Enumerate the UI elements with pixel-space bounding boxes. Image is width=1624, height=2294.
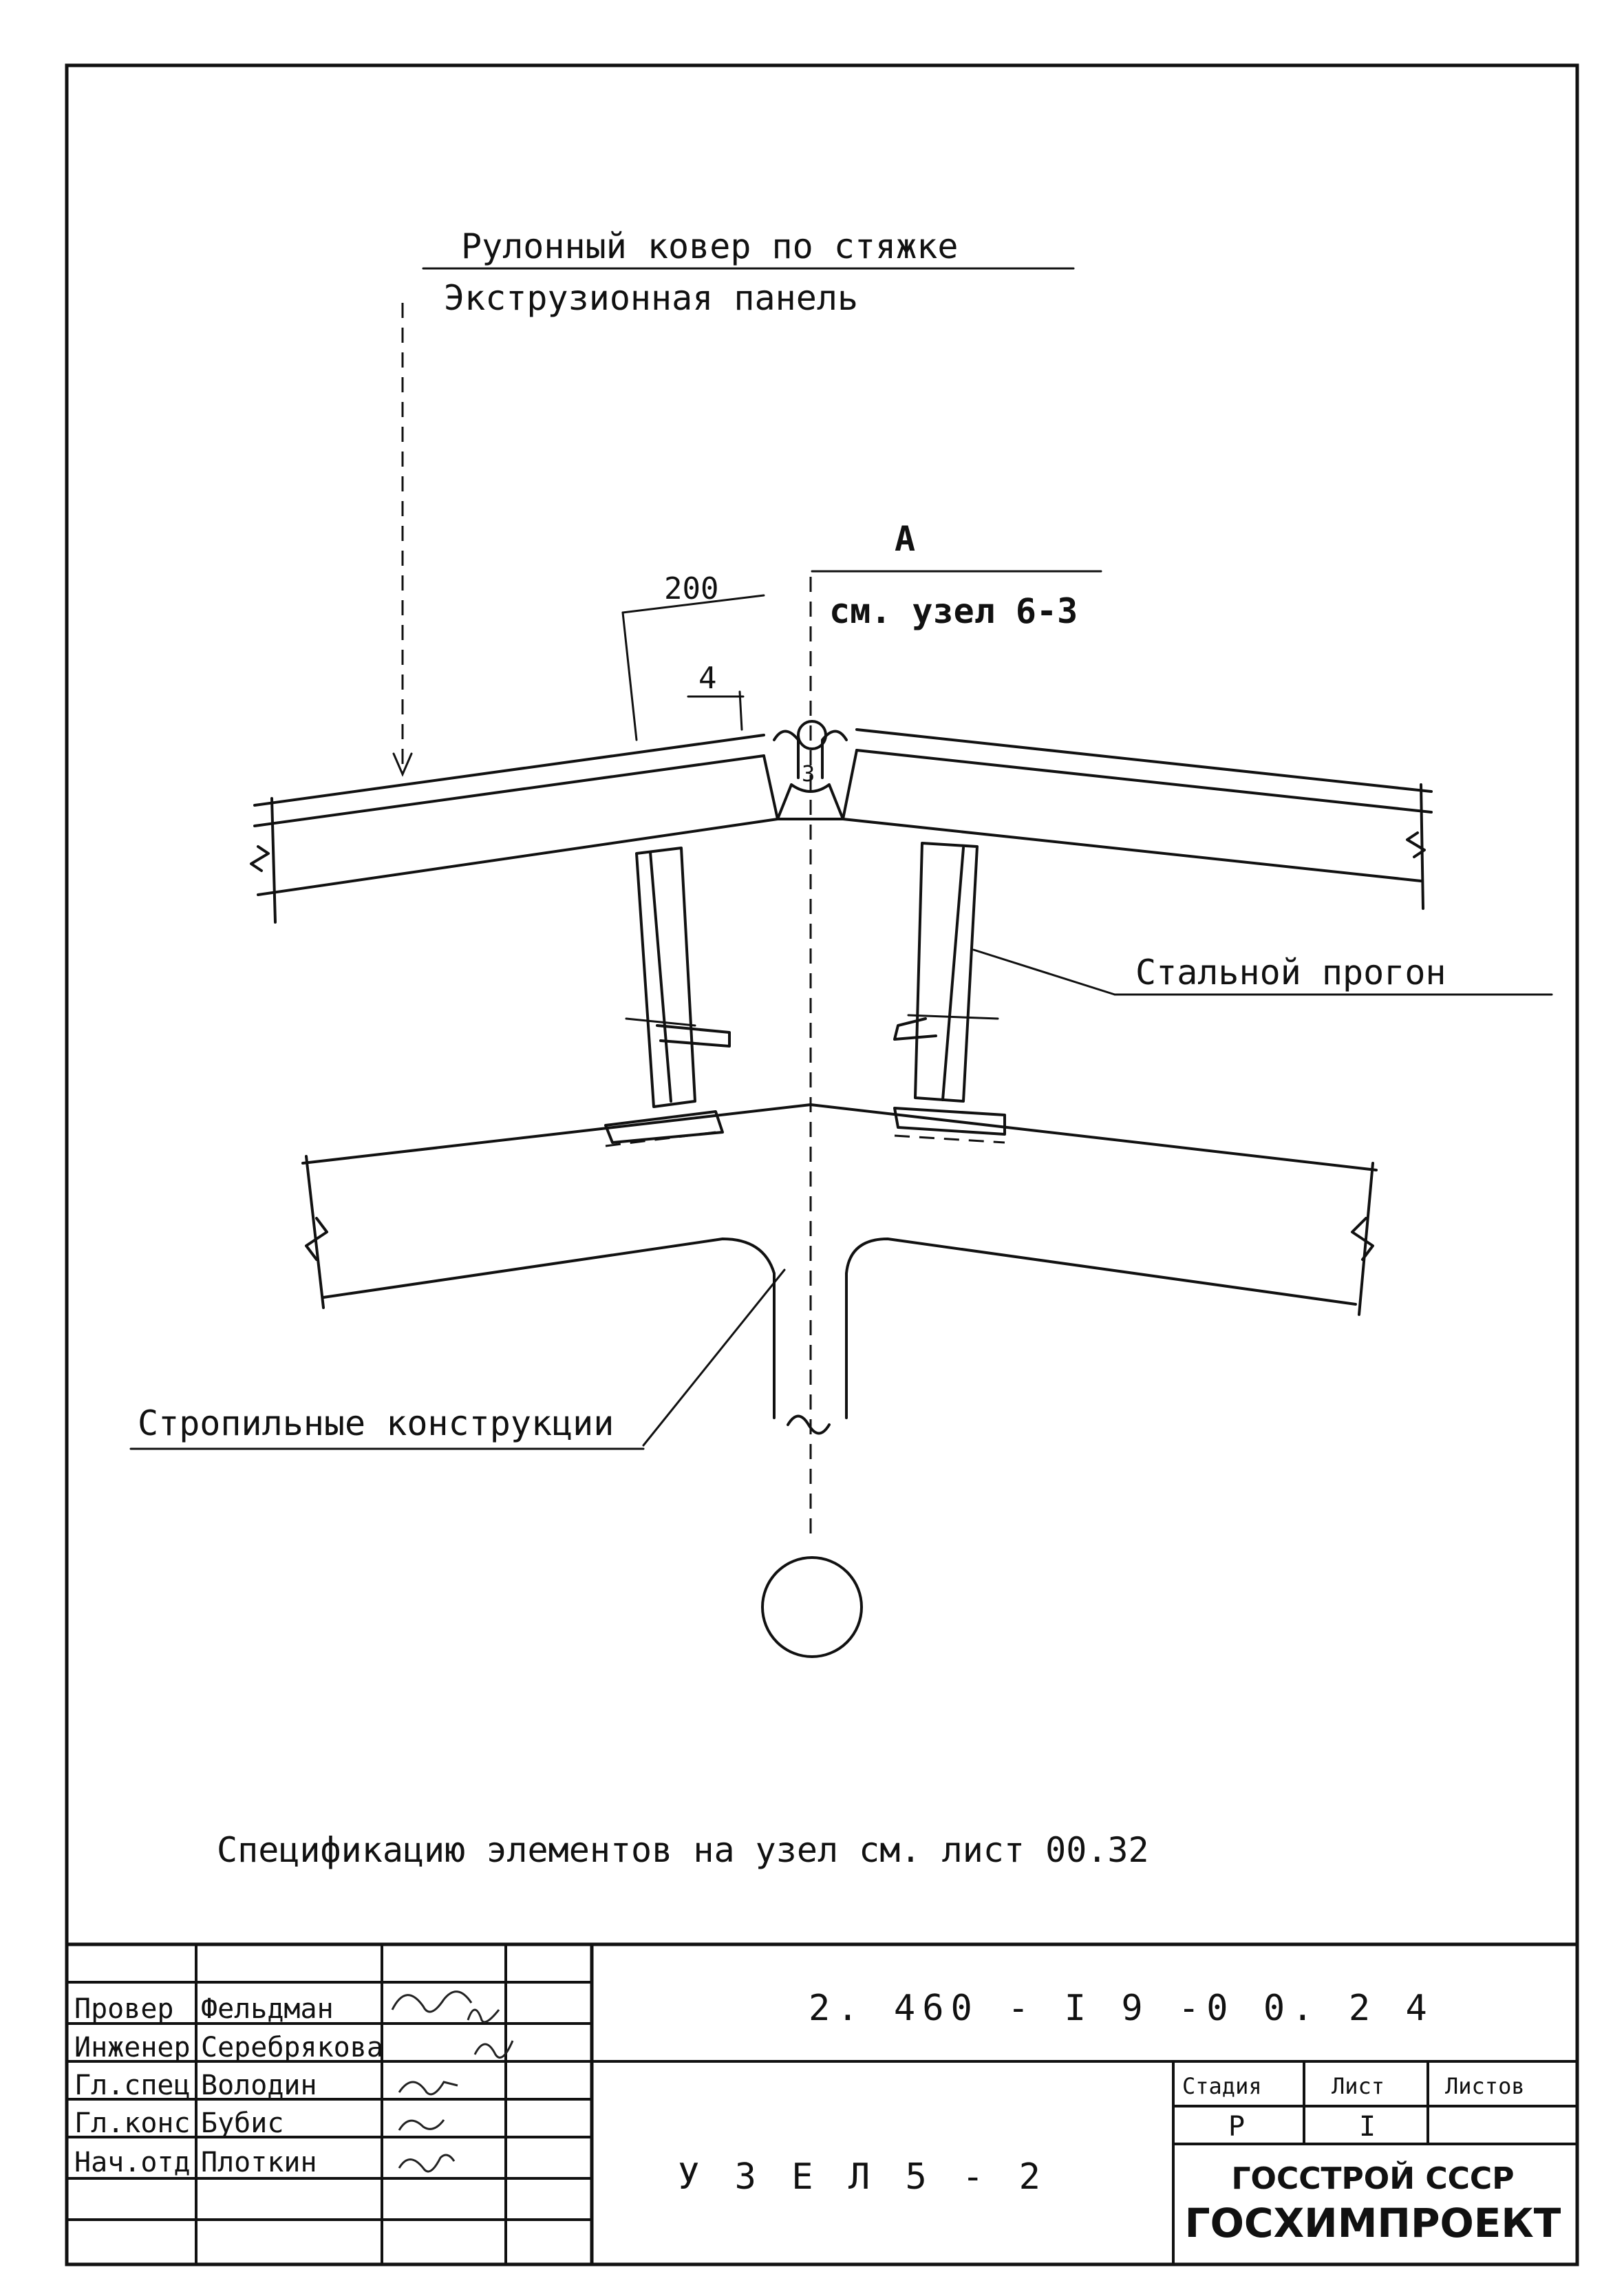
sheet-header: Лист <box>1332 2073 1385 2099</box>
sheet-value: I <box>1359 2111 1376 2143</box>
roof-panel-right <box>842 728 1433 910</box>
stage-header: Стадия <box>1182 2073 1262 2099</box>
spec-note: Спецификацию элементов на узел см. лист … <box>217 1830 1149 1870</box>
title-block <box>65 1942 1579 2266</box>
roof-panel-left <box>250 734 779 924</box>
dim-200: 200 <box>664 571 718 606</box>
purlin-left <box>604 847 731 1147</box>
staff-name-1: Фельдман <box>201 1993 334 2025</box>
staff-name-4: Бубис <box>201 2107 284 2139</box>
ref-node: см. узел 6-3 <box>829 591 1078 631</box>
sheets-header: Листов <box>1445 2073 1525 2099</box>
staff-role-2: Инженер <box>74 2032 191 2063</box>
label-panel: Экструзионная панель <box>444 278 858 318</box>
staff-name-2: Серебрякова <box>201 2032 383 2063</box>
sheet-frame <box>65 63 1579 2266</box>
axis-bubble <box>761 1556 863 1658</box>
doc-code: 2. 460 - I 9 -0 0. 2 4 <box>809 1988 1434 2029</box>
section-mark: А <box>895 519 915 559</box>
dim-4: 4 <box>698 661 717 696</box>
staff-role-4: Гл.конс <box>74 2107 191 2139</box>
org-line-1: ГОССТРОЙ СССР <box>1232 2160 1515 2196</box>
signatures <box>391 1990 514 2173</box>
purlin-right <box>893 842 1006 1144</box>
staff-role-3: Гл.спец <box>74 2070 191 2101</box>
mark-3: 3 <box>802 761 815 787</box>
title: У З Е Л 5 - 2 <box>678 2156 1047 2198</box>
label-purlin: Стальной прогон <box>1135 953 1446 992</box>
staff-role-5: Нач.отд <box>74 2147 191 2178</box>
leader-purlin <box>972 948 1116 996</box>
staff-role-1: Провер <box>74 1993 174 2025</box>
label-roofing: Рулонный ковер по стяжке <box>461 226 958 266</box>
staff-name-5: Плоткин <box>201 2147 317 2178</box>
label-rafters: Стропильные конструкции <box>138 1403 614 1443</box>
dim-200-ext <box>621 611 638 741</box>
rafter-structure <box>301 1103 1378 1435</box>
stage-value: Р <box>1228 2111 1245 2143</box>
dim-200-line <box>621 594 765 614</box>
ridge-cap <box>773 720 848 820</box>
dim-4-ext <box>738 690 743 731</box>
org-line-2: ГОСХИМПРОЕКТ <box>1185 2200 1561 2247</box>
leader-rafters <box>642 1268 786 1447</box>
leader-arrow <box>392 752 413 777</box>
staff-name-3: Володин <box>201 2070 317 2101</box>
